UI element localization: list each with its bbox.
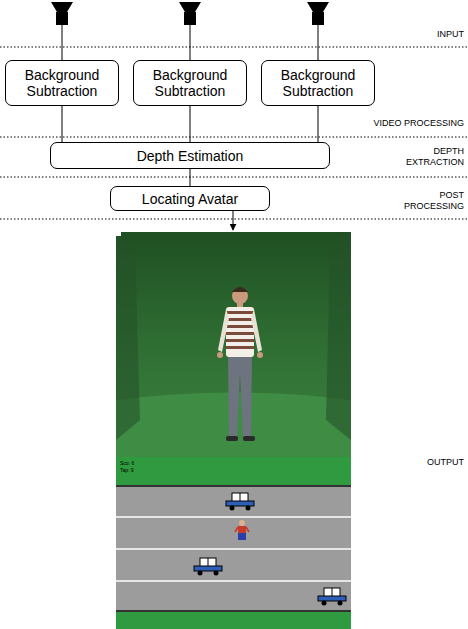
stage-label: VIDEO PROCESSING xyxy=(366,118,464,129)
score-text: Tap: 9 xyxy=(120,467,160,473)
output-screenshot xyxy=(116,232,351,629)
box-label: Depth Estimation xyxy=(137,148,244,164)
box-label: Background Subtraction xyxy=(139,67,241,99)
process-box: Depth Estimation xyxy=(50,142,330,169)
process-box: Locating Avatar xyxy=(110,186,270,211)
box-label: Locating Avatar xyxy=(142,191,238,207)
box-label: Background Subtraction xyxy=(267,67,369,99)
stage-label: POST PROCESSING xyxy=(394,190,464,212)
box-label: Background Subtraction xyxy=(11,67,113,99)
avatar-figure xyxy=(235,520,249,540)
stage-label: INPUT xyxy=(380,29,464,40)
score-text: Sco: 6 xyxy=(120,460,160,466)
connector-line xyxy=(190,169,191,186)
camera-symbol xyxy=(51,2,329,25)
output-arrow xyxy=(233,211,234,230)
camera-wire xyxy=(62,25,318,60)
connector-line xyxy=(62,106,63,142)
process-box: Background Subtraction xyxy=(261,60,375,106)
connector-line xyxy=(190,106,191,142)
stage-label: DEPTH EXTRACTION xyxy=(394,146,464,168)
stage-label: OUTPUT xyxy=(380,457,464,468)
process-box: Background Subtraction xyxy=(5,60,119,106)
connector-line xyxy=(318,106,319,142)
separator-line xyxy=(0,47,468,219)
process-box: Background Subtraction xyxy=(133,60,247,106)
person-figure xyxy=(217,287,263,441)
